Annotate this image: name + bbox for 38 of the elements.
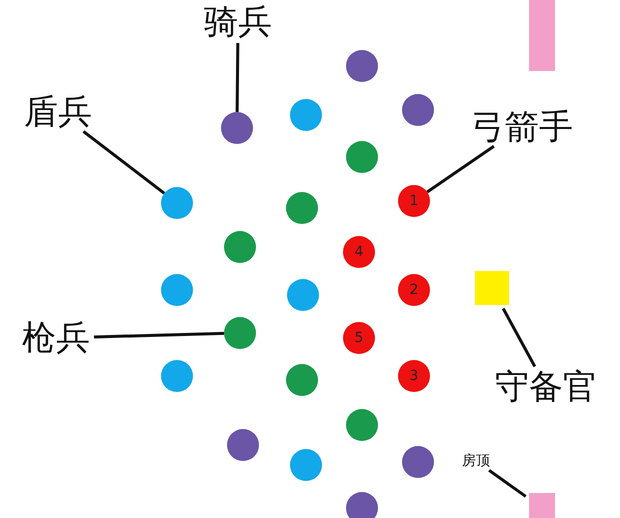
- soldier-dot: [290, 99, 322, 131]
- soldier-dot: [346, 50, 378, 82]
- leader-line: [82, 130, 166, 194]
- square-marker: [475, 271, 509, 305]
- soldier-dot: [221, 112, 253, 144]
- soldier-dot: [224, 231, 256, 263]
- numbered-dot: 5: [343, 322, 375, 354]
- soldier-dot: [346, 492, 378, 518]
- numbered-dot: 1: [398, 185, 430, 217]
- leader-line: [94, 332, 224, 338]
- unit-label: 枪兵: [22, 321, 90, 355]
- soldier-dot: [346, 409, 378, 441]
- leader-line: [488, 469, 527, 498]
- leader-line: [502, 308, 536, 368]
- soldier-dot: [161, 274, 193, 306]
- unit-label: 弓箭手: [471, 110, 573, 144]
- numbered-dot: 3: [398, 360, 430, 392]
- roof-bar: [529, 0, 555, 71]
- numbered-dot: 4: [343, 236, 375, 268]
- soldier-dot: [402, 446, 434, 478]
- soldier-dot: [224, 317, 256, 349]
- soldier-dot: [227, 429, 259, 461]
- soldier-dot: [402, 94, 434, 126]
- soldier-dot: [290, 449, 322, 481]
- leader-line: [426, 145, 495, 194]
- roof-bar: [529, 493, 555, 518]
- leader-line: [236, 42, 240, 112]
- soldier-dot: [286, 192, 318, 224]
- soldier-dot: [161, 187, 193, 219]
- unit-label: 房顶: [462, 454, 490, 468]
- unit-label: 骑兵: [204, 5, 272, 39]
- numbered-dot: 2: [398, 274, 430, 306]
- soldier-dot: [286, 364, 318, 396]
- soldier-dot: [161, 360, 193, 392]
- unit-label: 盾兵: [24, 95, 92, 129]
- soldier-dot: [287, 279, 319, 311]
- soldier-dot: [346, 141, 378, 173]
- unit-label: 守备官: [495, 370, 597, 404]
